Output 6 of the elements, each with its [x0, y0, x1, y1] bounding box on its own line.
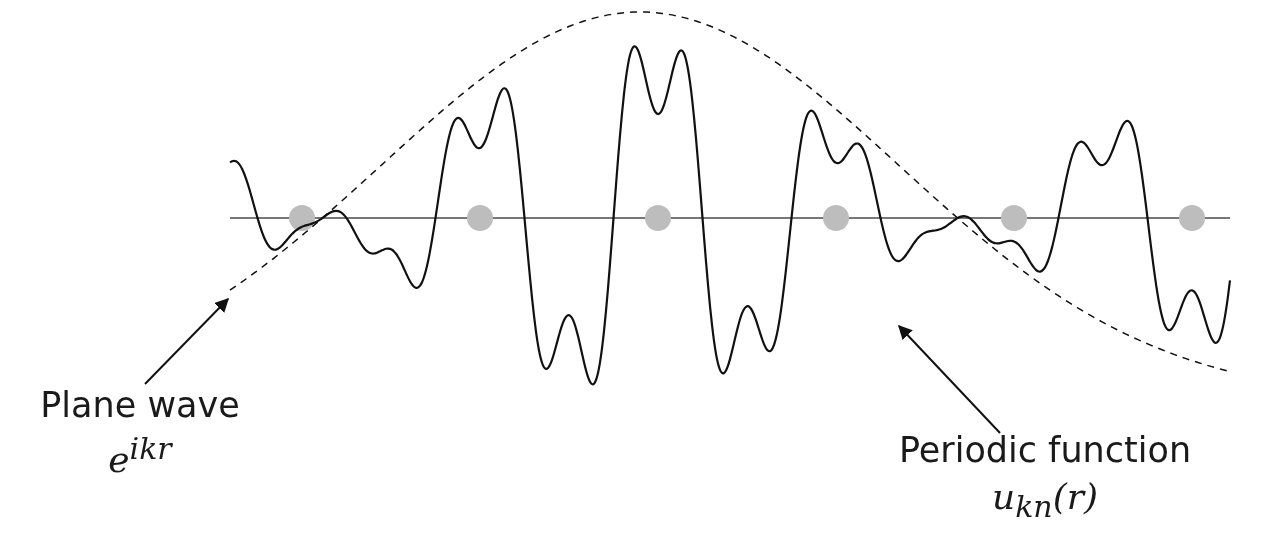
formula-label: u$_{kn}$(r) [992, 476, 1098, 525]
callout-label: Periodic function [897, 430, 1193, 470]
formula-label: e$^{ikr}$ [108, 431, 172, 480]
leader-arrow [144, 298, 229, 385]
callout-label: Plane wave [39, 385, 241, 425]
leader-arrow [898, 325, 1001, 434]
